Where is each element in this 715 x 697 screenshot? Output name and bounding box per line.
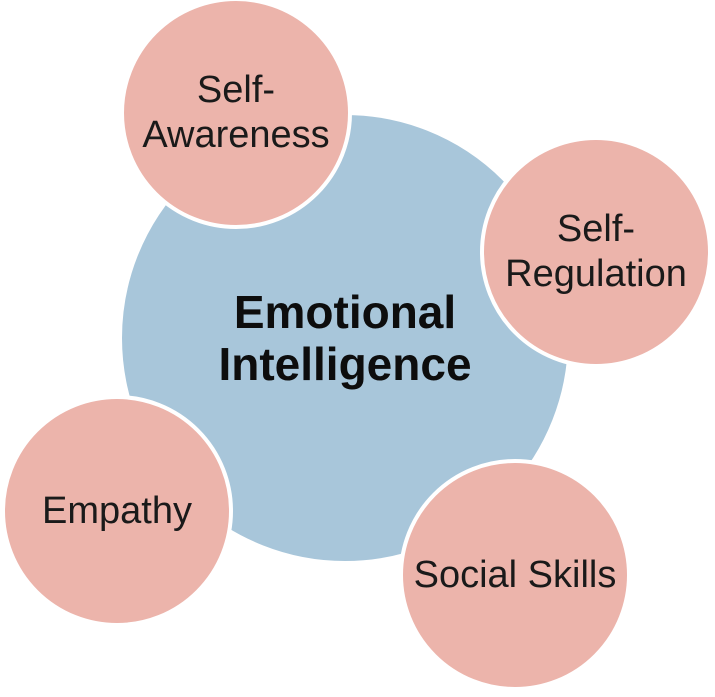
self-regulation-label-line1: Self- — [556, 208, 636, 250]
empathy-label: Empathy — [42, 489, 192, 532]
self-awareness-label-line2: Awareness — [142, 114, 330, 156]
center-label-line1: Emotional — [233, 286, 457, 338]
self-regulation-label-line2: Regulation — [505, 253, 687, 295]
social-skills-label: Social Skills — [413, 553, 617, 596]
satellite-circle-social-skills: Social Skills — [399, 459, 631, 691]
center-label-line2: Intelligence — [218, 338, 472, 390]
satellite-circle-empathy: Empathy — [1, 395, 233, 627]
satellite-circle-self-regulation: Self- Regulation — [480, 136, 712, 368]
satellite-circle-self-awareness: Self- Awareness — [120, 0, 352, 229]
self-awareness-label-line1: Self- — [196, 69, 276, 111]
